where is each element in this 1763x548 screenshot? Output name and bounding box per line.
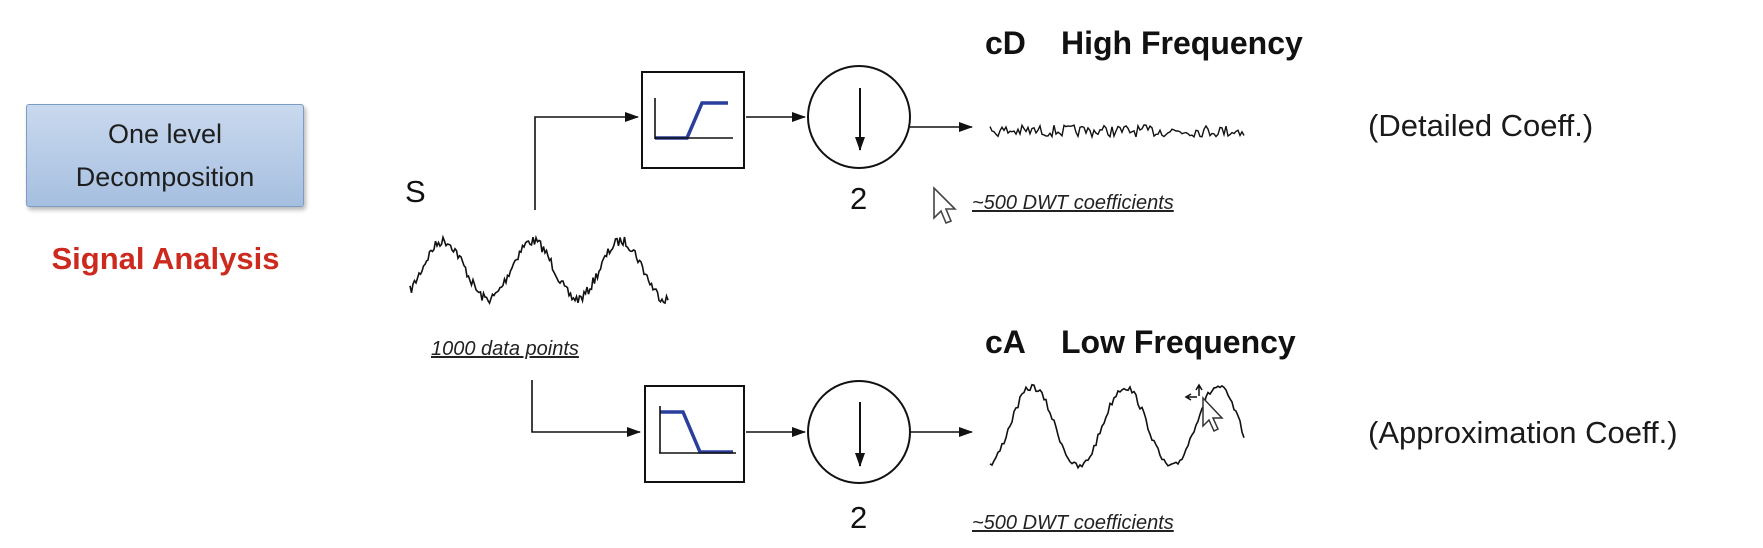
downsampler-low	[807, 380, 911, 484]
ca-header-label: Low Frequency	[1061, 324, 1296, 360]
approximation-coefficients-wave	[989, 383, 1245, 470]
cd-header-label: High Frequency	[1061, 25, 1303, 61]
signal-caption: 1000 data points	[431, 338, 579, 360]
signal-label: S	[405, 174, 426, 209]
downsampler-high	[807, 65, 911, 169]
ca-caption: ~500 DWT coefficients	[972, 512, 1174, 534]
title-line-2: Decomposition	[75, 161, 255, 192]
high-pass-filter-box	[641, 71, 745, 169]
low-pass-response-icon	[660, 410, 733, 454]
move-cursor-icon	[1184, 383, 1224, 433]
detail-coefficients-wave	[989, 123, 1245, 140]
cd-caption: ~500 DWT coefficients	[972, 192, 1174, 214]
branch-line-low	[531, 380, 641, 437]
low-pass-filter-box	[644, 385, 745, 483]
signal-analysis-heading: Signal Analysis	[51, 241, 280, 276]
input-signal-wave	[409, 234, 669, 306]
decomposition-title-box: One level Decomposition	[26, 104, 304, 207]
approximation-coeff-label: (Approximation Coeff.)	[1368, 415, 1678, 450]
title-line-1: One level	[107, 118, 223, 149]
downsample-factor-high: 2	[850, 181, 868, 216]
detailed-coeff-label: (Detailed Coeff.)	[1368, 108, 1594, 143]
downsample-factor-low: 2	[850, 500, 868, 535]
branch-line-high	[534, 112, 639, 210]
cd-code-label: cD	[985, 25, 1026, 61]
ca-code-label: cA	[985, 324, 1026, 360]
arrow-pointer-icon	[933, 186, 957, 225]
